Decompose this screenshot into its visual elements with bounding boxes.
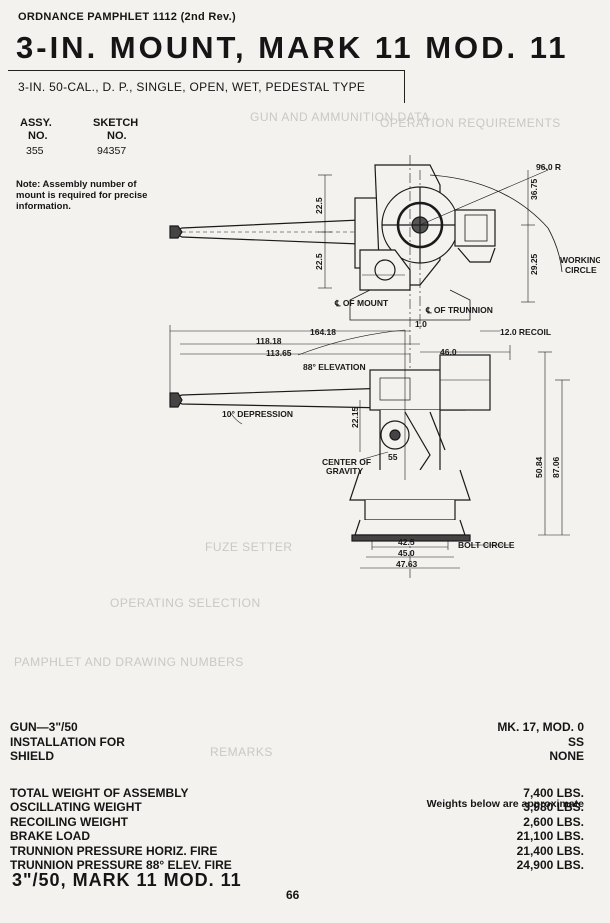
label-dim-50-84: 50.84: [534, 456, 544, 478]
weight-label: BRAKE LOAD: [10, 829, 90, 843]
weight-value: 21,100 LBS.: [516, 829, 584, 843]
ghost-remarks: REMARKS: [210, 745, 273, 759]
page-title: 3-IN. MOUNT, MARK 11 MOD. 11: [16, 30, 569, 65]
muzzle-lower: [169, 392, 183, 408]
label-dim-46-0: 46.0: [440, 347, 457, 357]
weight-value: 2,600 LBS.: [523, 814, 584, 829]
label-dim-113-65: 113.65: [266, 348, 292, 358]
spec-value: NONE: [549, 749, 584, 763]
label-dim-1-0: 1.0: [415, 319, 427, 329]
weights-approx-note: Weights below are approximate: [426, 798, 584, 810]
label-dim-42-5: 42.5: [398, 537, 415, 547]
assembly-number: ASSY. NO. 355: [20, 117, 52, 158]
label-elevation: 88° ELEVATION: [303, 362, 366, 372]
ghost-fuze-setter: FUZE SETTER: [205, 540, 293, 554]
ghost-pamphlet-drawing: PAMPHLET AND DRAWING NUMBERS: [14, 655, 244, 669]
label-dim-55: 55: [388, 452, 398, 462]
assembly-value: 355: [26, 145, 44, 157]
sketch-number: SKETCH NO. 94357: [93, 117, 138, 158]
upper-view: [169, 155, 563, 578]
ghost-gun-ammunition: GUN AND AMMUNITION DATA: [250, 110, 430, 124]
assembly-label-1: ASSY.: [20, 117, 52, 129]
label-working-radius: 96.0 R: [536, 162, 561, 172]
label-dim-118-18: 118.18: [256, 336, 282, 346]
label-cog-1: CENTER OF: [322, 457, 371, 467]
page-subtitle: 3-IN. 50-CAL., D. P., SINGLE, OPEN, WET,…: [18, 80, 366, 94]
footer-title: 3"/50, MARK 11 MOD. 11: [12, 870, 242, 890]
sketch-label-2: NO.: [107, 130, 127, 142]
lower-view: [169, 325, 570, 569]
weight-value: 3,980 LBS.: [523, 800, 584, 814]
spec-labels: GUN—3"/50 INSTALLATION FOR SHIELD TOTAL …: [10, 720, 232, 873]
sketch-label-1: SKETCH: [93, 117, 139, 129]
spec-label: GUN—3"/50: [10, 720, 78, 734]
sketch-value: 94357: [97, 145, 127, 157]
spec-label: INSTALLATION FOR: [10, 734, 125, 749]
ghost-operating-selection: OPERATING SELECTION: [110, 596, 261, 610]
spec-value: SS: [567, 734, 584, 749]
label-dim-87-06: 87.06: [551, 456, 561, 478]
label-dim-36-75: 36.75: [529, 178, 539, 200]
label-working-circle-1: WORKING: [560, 255, 600, 265]
label-dim-47-63: 47.63: [396, 559, 418, 569]
weight-label: TRUNNION PRESSURE HORIZ. FIRE: [10, 843, 218, 858]
ghost-operation-requirements: OPERATION REQUIREMENTS: [380, 116, 561, 130]
label-depression: 10° DEPRESSION: [222, 409, 293, 419]
weight-value: 7,400 LBS.: [523, 785, 584, 800]
weight-label: RECOILING WEIGHT: [10, 814, 128, 829]
label-dim-22-5-lower: 22.5: [314, 253, 324, 270]
label-working-circle-2: CIRCLE: [565, 265, 597, 275]
label-dim-22-5-upper: 22.5: [314, 197, 324, 214]
weight-label: OSCILLATING WEIGHT: [10, 800, 142, 814]
label-cl-mount: ℄ OF MOUNT: [334, 298, 389, 308]
assembly-label-2: NO.: [28, 130, 48, 142]
mount-technical-drawing: 96.0 R 36.75 22.5 22.5 29.25 WORKING CIR…: [169, 155, 600, 578]
page-number: 66: [286, 888, 300, 902]
label-cog-2: GRAVITY: [326, 466, 363, 476]
label-dim-12-recoil: 12.0 RECOIL: [500, 327, 551, 337]
muzzle-upper: [169, 225, 183, 239]
subtitle-frame: [8, 70, 405, 103]
label-dim-29-25: 29.25: [529, 253, 539, 275]
weight-value: 21,400 LBS.: [516, 843, 584, 858]
assembly-note: Note: Assembly number of mount is requir…: [16, 179, 148, 212]
label-dim-164-18: 164.18: [310, 327, 336, 337]
label-dim-45-0: 45.0: [398, 548, 415, 558]
spec-label: SHIELD: [10, 749, 55, 763]
spec-values: MK. 17, MOD. 0 SS NONE 7,400 LBS. 3,980 …: [497, 720, 584, 873]
label-dim-22-15: 22.15: [350, 406, 360, 428]
label-bolt-circle: BOLT CIRCLE: [458, 540, 515, 550]
weight-label: TOTAL WEIGHT OF ASSEMBLY: [10, 785, 189, 800]
spec-value: MK. 17, MOD. 0: [497, 720, 584, 734]
label-cl-trunnion: ℄ OF TRUNNION: [425, 305, 493, 315]
weight-label: TRUNNION PRESSURE 88° ELEV. FIRE: [10, 858, 232, 872]
pamphlet-header: ORDNANCE PAMPHLET 1112 (2nd Rev.): [18, 11, 236, 23]
weight-value: 24,900 LBS.: [516, 858, 584, 872]
